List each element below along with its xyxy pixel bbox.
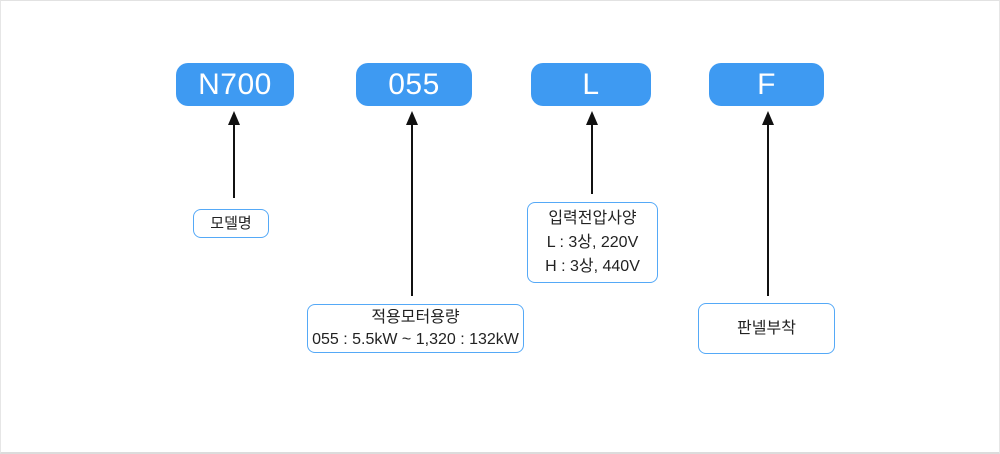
up-arrow-head-icon xyxy=(585,111,598,125)
label-line: 055 : 5.5kW ~ 1,320 : 132kW xyxy=(312,330,519,348)
label-line: H : 3상, 440V xyxy=(545,257,640,275)
up-arrow-head-icon xyxy=(405,111,418,125)
label-line: 입력전압사양 xyxy=(548,209,637,227)
up-arrow-line xyxy=(767,124,769,296)
label-line: L : 3상, 220V xyxy=(546,233,639,251)
label-panel-mount: 판넬부착 xyxy=(698,303,835,354)
code-box-input-voltage: L xyxy=(531,63,651,106)
up-arrow-line xyxy=(233,124,235,198)
up-arrow-line xyxy=(591,124,593,194)
label-line: 모델명 xyxy=(210,215,252,232)
code-box-motor-capacity: 055 xyxy=(356,63,472,106)
label-input-voltage: 입력전압사양 L : 3상, 220V H : 3상, 440V xyxy=(527,202,658,283)
code-box-panel-mount: F xyxy=(709,63,824,106)
label-motor-capacity: 적용모터용량 055 : 5.5kW ~ 1,320 : 132kW xyxy=(307,304,524,353)
up-arrow-head-icon xyxy=(761,111,774,125)
label-line: 적용모터용량 xyxy=(371,308,460,326)
label-line: 판넬부착 xyxy=(737,320,796,337)
up-arrow-head-icon xyxy=(227,111,240,125)
code-box-model-name: N700 xyxy=(176,63,294,106)
label-model-name: 모델명 xyxy=(193,209,269,238)
up-arrow-line xyxy=(411,124,413,296)
